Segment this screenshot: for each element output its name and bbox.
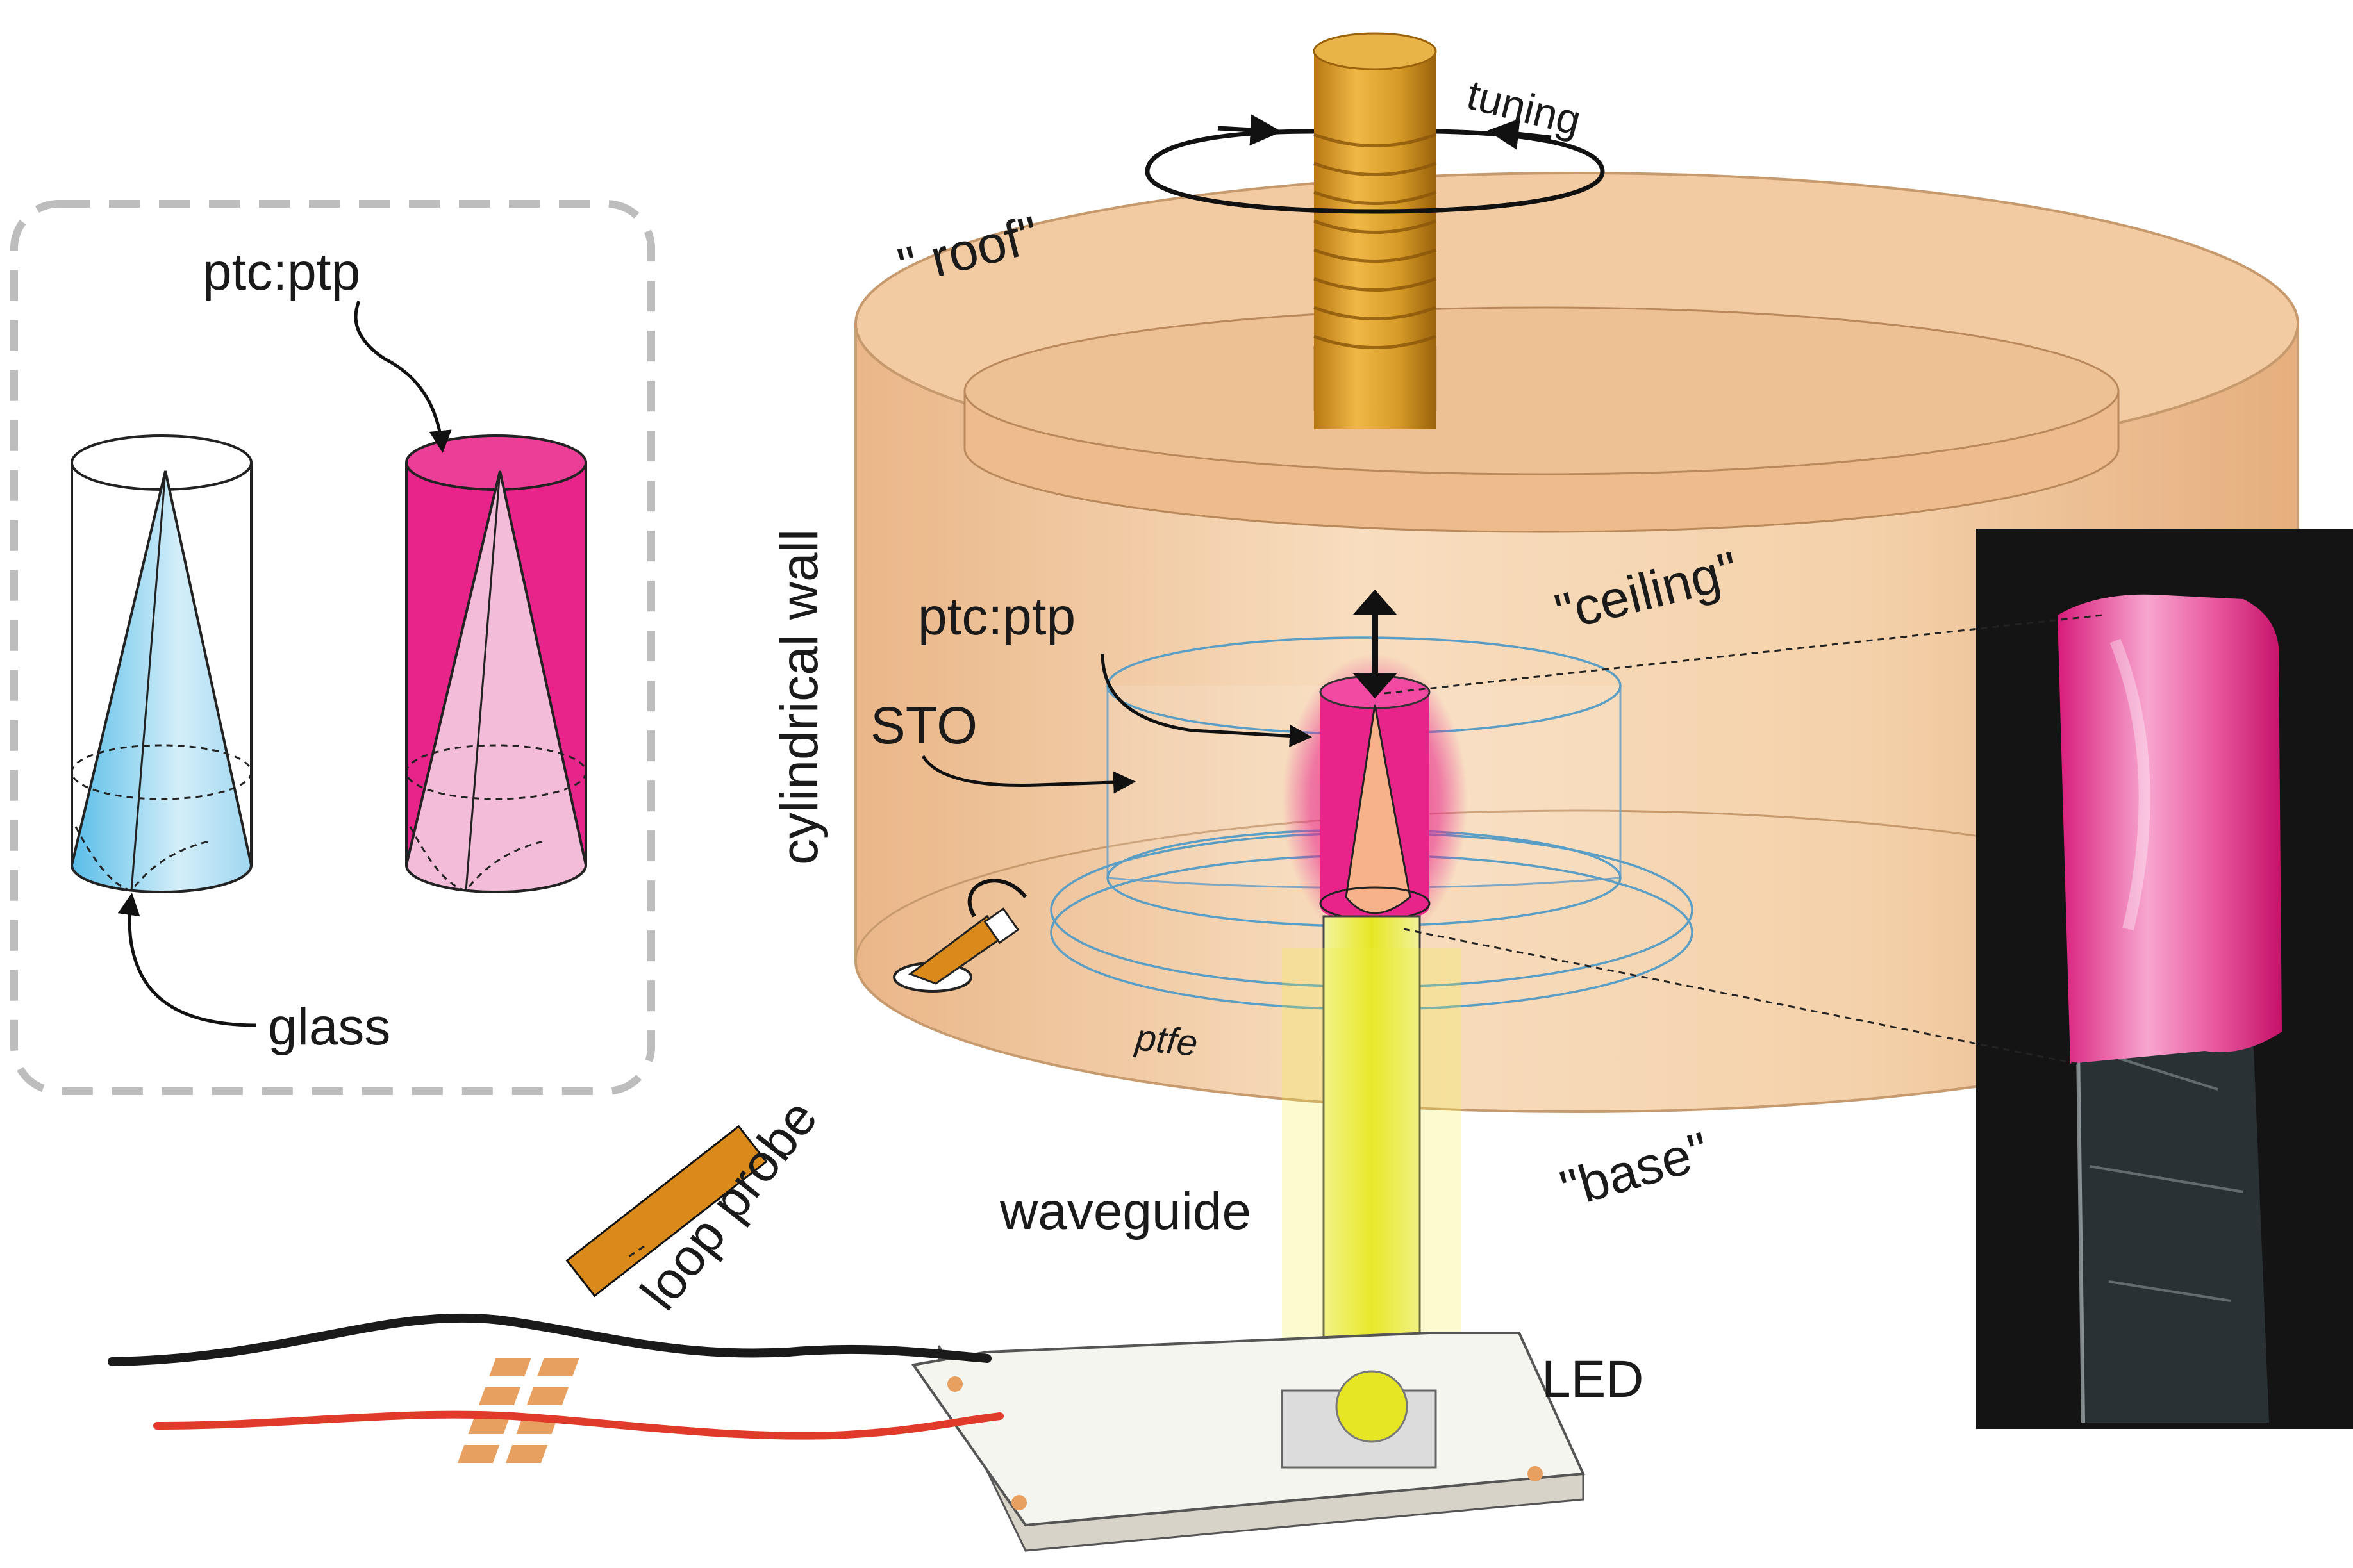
inset-ptc-ptp-label: ptc:ptp (203, 243, 360, 301)
led-pads (458, 1358, 579, 1463)
loop-probe (565, 1125, 768, 1298)
base-label: "base" (1554, 1121, 1716, 1219)
cylindrical-wall-label: cylindrical wall (770, 529, 829, 865)
coupling-loop (893, 879, 1027, 993)
glass-sample (70, 434, 253, 893)
sto-label: STO (870, 697, 977, 755)
led-label: LED (1542, 1350, 1644, 1408)
gap-double-arrow (1352, 590, 1397, 698)
ptfe-label: ptfe (1133, 1016, 1200, 1064)
photo-connector-top (1384, 614, 2103, 695)
inset-panel: ptc:ptp glass (10, 200, 655, 1095)
black-wire (108, 1313, 992, 1366)
ceiling-disc (963, 306, 2120, 533)
tuning-screw (1313, 32, 1437, 429)
sto-arrow (921, 755, 1136, 794)
photo-crystal-body (2058, 594, 2282, 1064)
glass-arrow (117, 893, 257, 1027)
ptc-ptp-label: ptc:ptp (918, 588, 1076, 646)
led-emitter (1281, 1370, 1437, 1469)
glass-label: glass (268, 998, 390, 1056)
red-wire (153, 1410, 1004, 1440)
cavity-sample (1282, 654, 1468, 948)
crystal-photo (1976, 529, 2353, 1429)
inset-dashed-border (10, 200, 655, 1095)
waveguide (1282, 915, 1461, 1410)
waveguide-label: waveguide (999, 1182, 1251, 1241)
ptc-ptp-sample (404, 434, 588, 893)
tuning-rotation-arrows (1145, 114, 1605, 214)
ptc-ptp-arrow (1101, 653, 1312, 747)
led-board (458, 1332, 1585, 1552)
inset-ptc-ptp-arrow (354, 301, 452, 453)
cavity-resonator (854, 32, 2299, 1113)
